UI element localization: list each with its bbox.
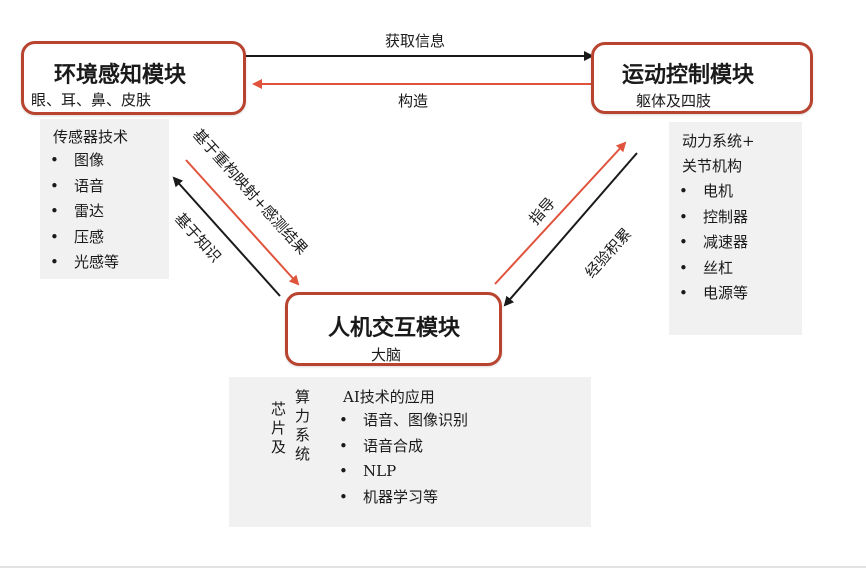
list-item: 电源等	[677, 281, 748, 307]
power-panel-heading-2: 关节机构	[682, 157, 743, 175]
list-item: 语音合成	[337, 434, 468, 460]
env-module-title: 环境感知模块	[54, 63, 187, 88]
sensor-panel: 传感器技术 图像 语音 雷达 压感 光感等	[40, 119, 169, 279]
list-item: 语音、图像识别	[337, 408, 468, 434]
list-item: 图像	[48, 148, 119, 174]
arrow-guide	[494, 141, 627, 285]
env-module: 环境感知模块 眼、耳、鼻、皮肤	[21, 41, 246, 115]
list-item: 雷达	[48, 199, 119, 225]
bottom-divider	[0, 566, 866, 568]
ai-panel: 芯片及 算力系统 AI技术的应用 语音、图像识别 语音合成 NLP 机器学习等	[229, 377, 591, 527]
chip-label-col1: 芯片及	[269, 401, 287, 458]
list-item: 光感等	[48, 250, 119, 276]
list-item: 机器学习等	[337, 485, 468, 511]
list-item: 减速器	[677, 230, 748, 256]
power-list: 电机 控制器 减速器 丝杠 电源等	[677, 179, 748, 307]
hci-module-title: 人机交互模块	[328, 316, 461, 341]
env-module-sub: 眼、耳、鼻、皮肤	[31, 91, 152, 109]
ai-list: 语音、图像识别 语音合成 NLP 机器学习等	[337, 408, 468, 510]
sensor-panel-heading: 传感器技术	[53, 128, 129, 146]
list-item: 丝杠	[677, 256, 748, 282]
chip-label-col2: 算力系统	[293, 389, 311, 465]
ai-panel-heading: AI技术的应用	[343, 388, 435, 406]
list-item: 语音	[48, 174, 119, 200]
label-get-info: 获取信息	[385, 32, 446, 50]
motion-module: 运动控制模块 躯体及四肢	[591, 42, 813, 114]
power-panel-heading-1: 动力系统+	[682, 132, 755, 150]
list-item: NLP	[337, 459, 468, 485]
sensor-list: 图像 语音 雷达 压感 光感等	[48, 148, 119, 276]
list-item: 控制器	[677, 205, 748, 231]
hci-module-sub: 大脑	[371, 346, 402, 364]
list-item: 电机	[677, 179, 748, 205]
label-construct: 构造	[398, 92, 429, 110]
arrow-reconstruct	[185, 159, 300, 286]
power-panel: 动力系统+ 关节机构 电机 控制器 减速器 丝杠 电源等	[669, 122, 802, 335]
motion-module-sub: 躯体及四肢	[636, 92, 712, 110]
motion-module-title: 运动控制模块	[622, 63, 755, 88]
hci-module: 人机交互模块 大脑	[285, 292, 502, 366]
arrow-knowledge	[172, 176, 281, 297]
arrow-experience	[503, 152, 638, 307]
list-item: 压感	[48, 225, 119, 251]
